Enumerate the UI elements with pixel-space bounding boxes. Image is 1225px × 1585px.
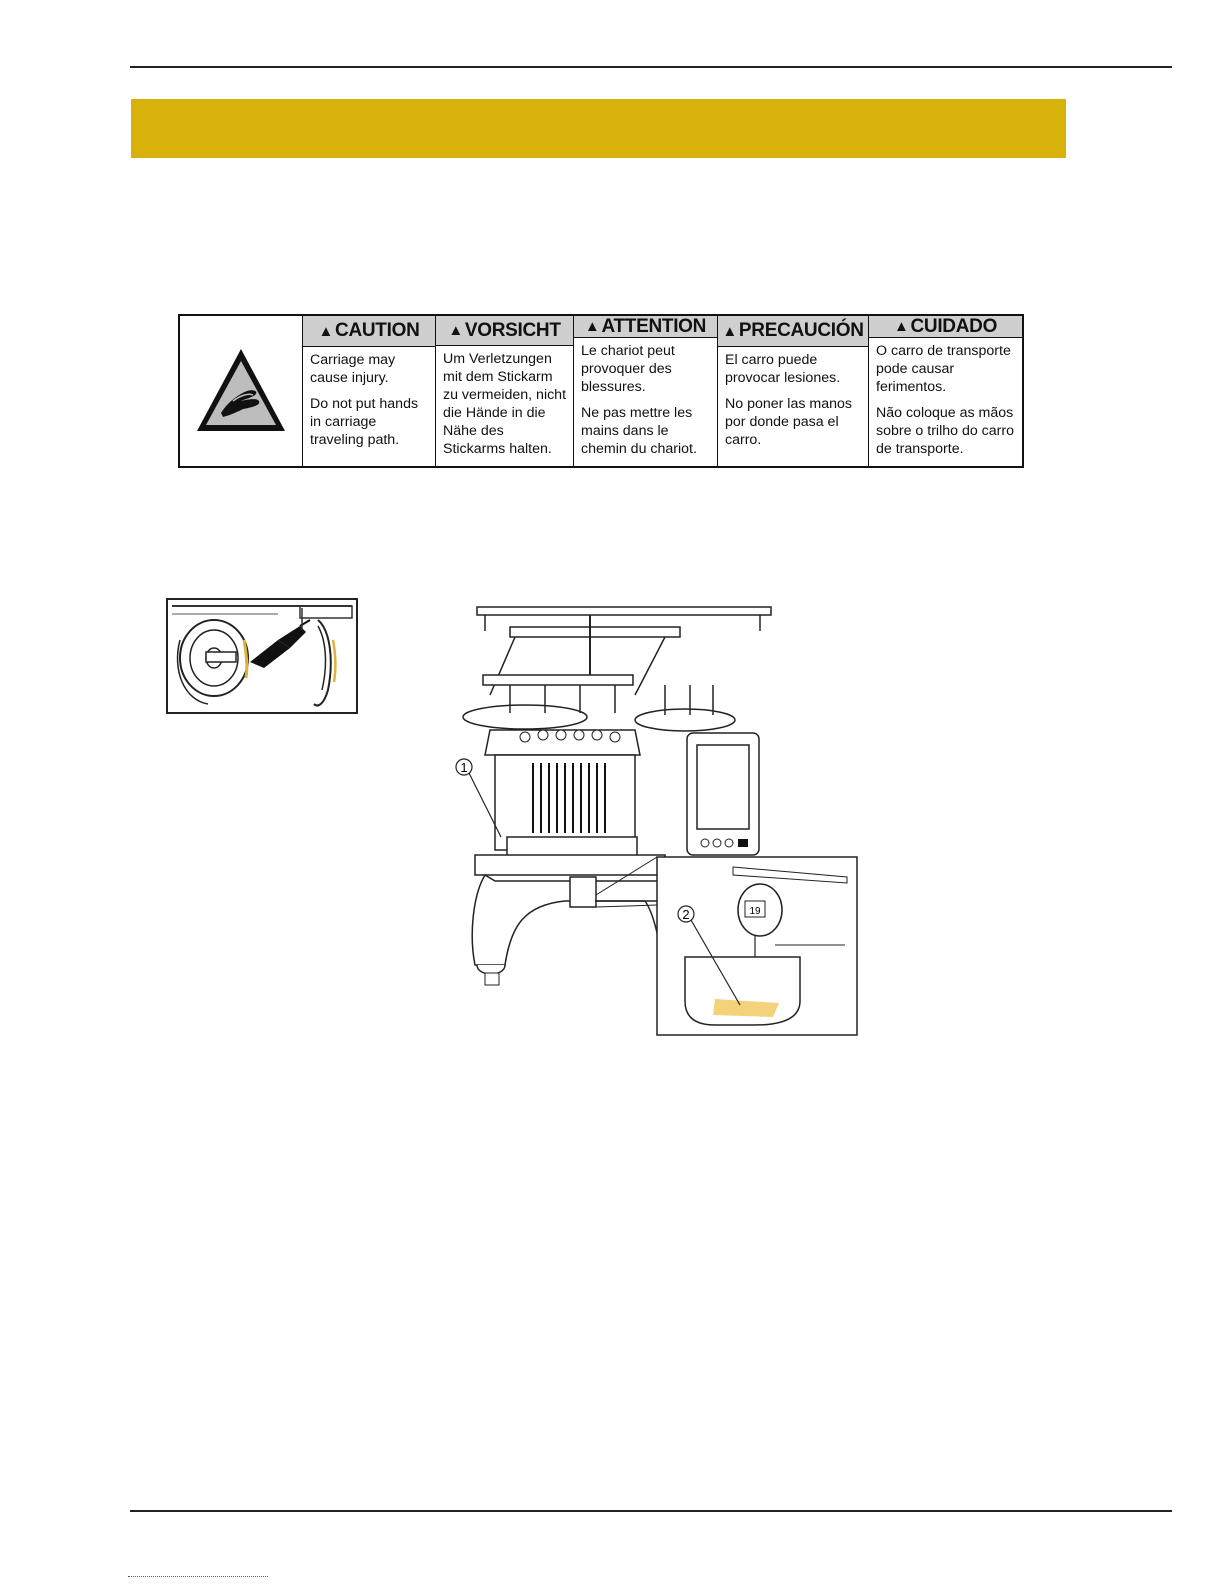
embroidery-machine-illustration: 1 19 2 bbox=[455, 605, 875, 1053]
caution-label: ▲CAUTION Carriage may cause injury. Do n… bbox=[178, 314, 1024, 468]
caution-text: No poner las manos por donde pasa el car… bbox=[725, 396, 852, 448]
header-rule bbox=[130, 66, 1172, 68]
caution-heading: ▲CUIDADO bbox=[869, 316, 1022, 338]
caution-text: Não coloque as mãos sobre o trilho do ca… bbox=[876, 405, 1015, 457]
needle-number-label: 19 bbox=[749, 906, 761, 917]
caution-column-de: ▲VORSICHT Um Verletzungen mit dem Sticka… bbox=[436, 316, 574, 466]
caution-heading: ▲CAUTION bbox=[303, 316, 435, 347]
warning-icon-cell bbox=[180, 316, 303, 466]
caution-column-pt: ▲CUIDADO O carro de transporte pode caus… bbox=[869, 316, 1022, 466]
caution-text: El carro puede provocar lesiones. bbox=[725, 352, 841, 386]
hook-oiling-illustration bbox=[166, 598, 358, 714]
caution-heading: ▲PRECAUCIÓN bbox=[718, 316, 868, 347]
callout-1-label: 1 bbox=[460, 760, 467, 775]
section-banner bbox=[131, 99, 1066, 158]
hand-pinch-warning-icon bbox=[197, 349, 285, 431]
warning-triangle-icon: ▲ bbox=[893, 318, 909, 335]
warning-triangle-icon: ▲ bbox=[318, 322, 334, 340]
caution-heading: ▲VORSICHT bbox=[436, 316, 573, 346]
caution-column-es: ▲PRECAUCIÓN El carro puede provocar lesi… bbox=[718, 316, 869, 466]
callout-2-label: 2 bbox=[682, 907, 689, 922]
caution-text: Do not put hands in carriage traveling p… bbox=[310, 396, 419, 448]
caution-heading: ▲ATTENTION bbox=[574, 316, 717, 338]
warning-triangle-icon: ▲ bbox=[722, 322, 737, 340]
caution-column-en: ▲CAUTION Carriage may cause injury. Do n… bbox=[303, 316, 436, 466]
warning-triangle-icon: ▲ bbox=[448, 322, 463, 339]
caution-text: Um Verletzungen mit dem Stickarm zu verm… bbox=[443, 351, 567, 457]
footer-rule bbox=[130, 1510, 1172, 1512]
caution-text: Carriage may cause injury. bbox=[310, 352, 396, 386]
footer-link-underline bbox=[128, 1576, 268, 1578]
caution-text: O carro de transporte pode causar ferime… bbox=[876, 343, 1011, 395]
caution-text: Le chariot peut provoquer des blessures. bbox=[581, 343, 675, 395]
caution-column-fr: ▲ATTENTION Le chariot peut provoquer des… bbox=[574, 316, 718, 466]
callout-1-marker bbox=[455, 758, 473, 776]
caution-text: Ne pas mettre les mains dans le chemin d… bbox=[581, 405, 697, 457]
warning-triangle-icon: ▲ bbox=[584, 318, 600, 335]
callout-2-marker bbox=[677, 905, 695, 923]
